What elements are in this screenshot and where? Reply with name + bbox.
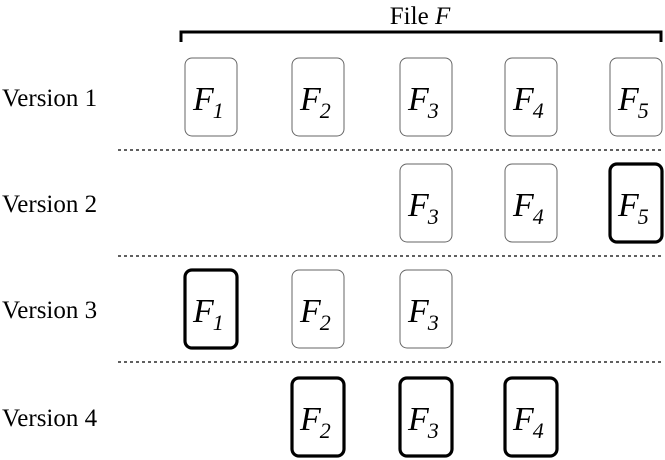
fragment-box-border	[504, 163, 558, 243]
fragment-index: 3	[427, 98, 439, 123]
fragment-name: F	[299, 293, 322, 330]
fragment-box-border	[399, 163, 453, 243]
fragment-box-border	[399, 269, 453, 349]
fragment-index: 3	[427, 204, 439, 229]
fragment-label: F4	[512, 401, 544, 443]
fragment-box-border-bold	[503, 376, 559, 458]
fragment-box: F4	[504, 163, 558, 243]
fragment-index: 5	[638, 98, 649, 123]
svg-text:File F: File F	[390, 3, 451, 30]
fragment-name: F	[617, 81, 640, 118]
version-label: Version 1	[2, 85, 97, 112]
fragment-box-border	[291, 57, 345, 137]
fragment-name: F	[617, 187, 640, 224]
fragment-box-border-bold	[608, 162, 664, 244]
fragment-label: F1	[192, 81, 224, 123]
fragment-index: 4	[533, 98, 544, 123]
fragment-box: F1	[184, 57, 238, 137]
version-label: Version 2	[2, 191, 97, 218]
fragment-index: 4	[533, 418, 544, 443]
fragment-label: F3	[407, 293, 439, 335]
fragment-box: F3	[399, 57, 453, 137]
file-bracket	[179, 30, 663, 42]
fragment-label: F5	[617, 81, 649, 123]
fragment-label: F5	[617, 187, 649, 229]
fragment-label: F1	[192, 293, 224, 335]
fragment-index: 3	[427, 418, 439, 443]
file-title-text: File	[390, 3, 435, 30]
fragment-box-border	[291, 269, 345, 349]
fragment-box-border	[504, 57, 558, 137]
fragment-index: 1	[213, 98, 224, 123]
fragment-box: F1	[183, 268, 239, 350]
fragment-name: F	[299, 81, 322, 118]
fragment-box: F2	[290, 376, 346, 458]
fragment-label: F2	[299, 401, 331, 443]
fragment-index: 4	[533, 204, 544, 229]
fragment-index: 1	[213, 310, 224, 335]
fragment-box: F3	[399, 269, 453, 349]
fragment-label: F3	[407, 187, 439, 229]
fragment-box: F2	[291, 57, 345, 137]
fragment-box-border-bold	[398, 376, 454, 458]
fragment-label: F3	[407, 401, 439, 443]
fragment-index: 5	[638, 204, 649, 229]
fragment-box-border-bold	[183, 268, 239, 350]
fragment-label: F4	[512, 81, 544, 123]
fragment-label: F2	[299, 81, 331, 123]
fragment-index: 2	[320, 418, 331, 443]
fragment-box: F5	[608, 162, 664, 244]
fragment-label: F2	[299, 293, 331, 335]
version-label: Version 3	[2, 297, 97, 324]
fragment-index: 2	[320, 98, 331, 123]
fragment-label: F3	[407, 81, 439, 123]
fragment-name: F	[192, 81, 215, 118]
fragment-box: F4	[503, 376, 559, 458]
fragment-name: F	[512, 81, 535, 118]
fragment-name: F	[407, 293, 430, 330]
fragment-index: 2	[320, 310, 331, 335]
file-title-var: F	[434, 3, 451, 30]
fragment-box: F3	[399, 163, 453, 243]
fragment-index: 3	[427, 310, 439, 335]
fragment-box: F2	[291, 269, 345, 349]
fragment-name: F	[407, 81, 430, 118]
fragment-name: F	[407, 187, 430, 224]
fragment-label: F4	[512, 187, 544, 229]
file-title: File F	[390, 3, 451, 30]
version-label: Version 4	[2, 405, 98, 432]
fragment-box-border	[184, 57, 238, 137]
fragment-box-border-bold	[290, 376, 346, 458]
fragment-box: F4	[504, 57, 558, 137]
fragment-name: F	[512, 401, 535, 438]
fragment-box-border	[609, 57, 663, 137]
fragment-box: F5	[609, 57, 663, 137]
fragment-name: F	[407, 401, 430, 438]
fragment-box-border	[399, 57, 453, 137]
fragment-box: F3	[398, 376, 454, 458]
fragment-name: F	[192, 293, 215, 330]
fragment-name: F	[512, 187, 535, 224]
fragment-name: F	[299, 401, 322, 438]
